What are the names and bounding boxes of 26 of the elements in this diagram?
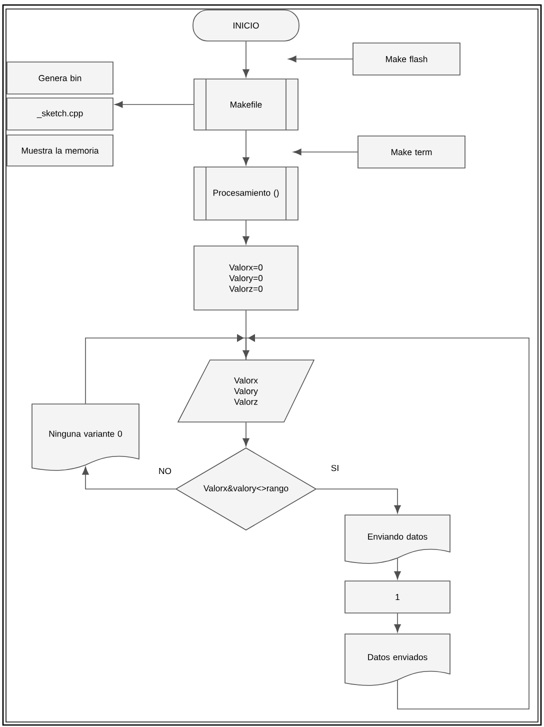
start-terminal: INICIO — [192, 10, 300, 42]
arrow — [242, 220, 250, 244]
arrow — [246, 334, 530, 710]
arrow — [242, 130, 250, 166]
subroutine-box: Procesamiento () — [194, 166, 298, 220]
process-box: Genera bin — [6, 62, 114, 94]
arrow — [242, 41, 250, 78]
arrow — [394, 613, 401, 632]
arrow — [288, 56, 353, 62]
arrow — [85, 334, 246, 404]
arrow — [394, 558, 401, 580]
process-box: Make flash — [352, 42, 460, 76]
arrow — [242, 310, 250, 358]
process-box: _sketch.cpp — [6, 98, 114, 130]
process-box: Make term — [358, 136, 466, 168]
process-box: Valorx=0 Valory=0 Valorz=0 — [194, 246, 298, 310]
process-box: Muestra la memoria — [6, 134, 114, 166]
process-box: 1 — [344, 580, 450, 614]
subroutine-box: Makefile — [194, 78, 298, 130]
arrow — [82, 466, 176, 490]
edge-label: NO — [159, 468, 172, 474]
arrow — [293, 148, 358, 156]
edge-label: SI — [331, 464, 338, 472]
arrow — [316, 488, 401, 514]
arrow — [114, 101, 194, 108]
arrow — [242, 422, 250, 446]
